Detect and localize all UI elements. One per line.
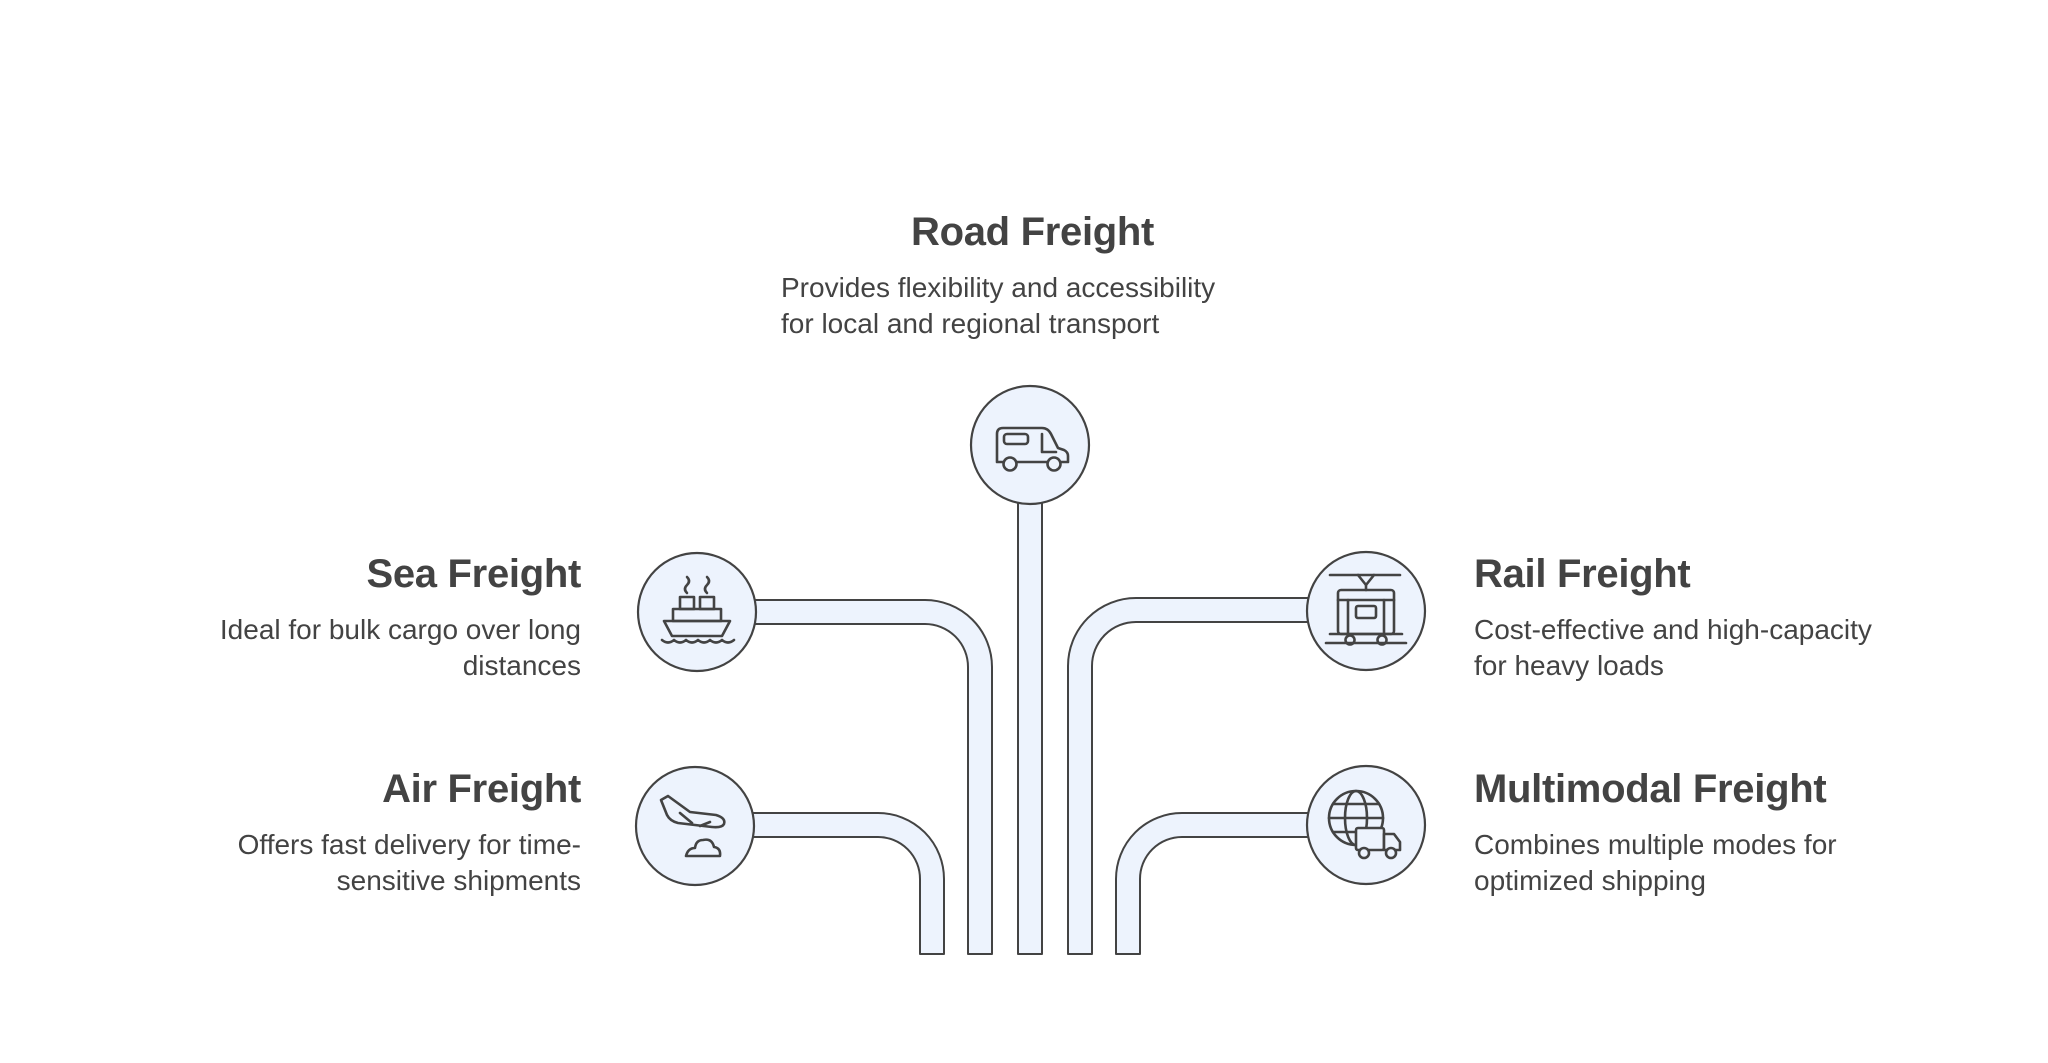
node-multimodal: [1305, 764, 1427, 886]
pipe-sea: [739, 599, 993, 955]
road-freight-description: Provides flexibility and accessibility f…: [781, 272, 1216, 339]
airplane-icon: [659, 794, 726, 858]
rail-freight-title: Rail Freight: [1474, 552, 1691, 596]
ship-icon: [660, 575, 736, 644]
rail-freight-label: Rail Freight Cost-effective and high-cap…: [1474, 550, 1994, 684]
pipe-multimodal: [1115, 812, 1321, 955]
road-freight-title: Road Freight: [911, 210, 1155, 254]
pipes: [739, 499, 1321, 955]
pipe-rail: [1067, 597, 1321, 955]
van-icon: [995, 426, 1070, 472]
tram-icon: [1324, 573, 1408, 646]
node-air: [634, 765, 756, 887]
multimodal-freight-description: Combines multiple modes for optimized sh…: [1474, 829, 1837, 896]
air-freight-title: Air Freight: [382, 767, 581, 811]
air-freight-label: Air Freight Offers fast delivery for tim…: [61, 765, 582, 899]
sea-freight-description: Ideal for bulk cargo over long distances: [219, 614, 581, 681]
globe-truck-icon: [1327, 789, 1402, 860]
multimodal-freight-title: Multimodal Freight: [1474, 767, 1827, 811]
rail-freight-description: Cost-effective and high-capacity for hea…: [1474, 614, 1872, 681]
sea-freight-title: Sea Freight: [366, 552, 581, 596]
air-freight-description: Offers fast delivery for time- sensitive…: [237, 829, 581, 896]
node-rail: [1305, 550, 1427, 672]
road-freight-label: Road Freight Provides flexibility and ac…: [781, 208, 1301, 342]
node-sea: [636, 551, 758, 673]
node-road: [969, 384, 1091, 506]
sea-freight-label: Sea Freight Ideal for bulk cargo over lo…: [61, 550, 581, 684]
pipe-air: [739, 812, 945, 955]
multimodal-freight-label: Multimodal Freight Combines multiple mod…: [1474, 765, 1994, 899]
pipe-road: [1017, 499, 1043, 955]
